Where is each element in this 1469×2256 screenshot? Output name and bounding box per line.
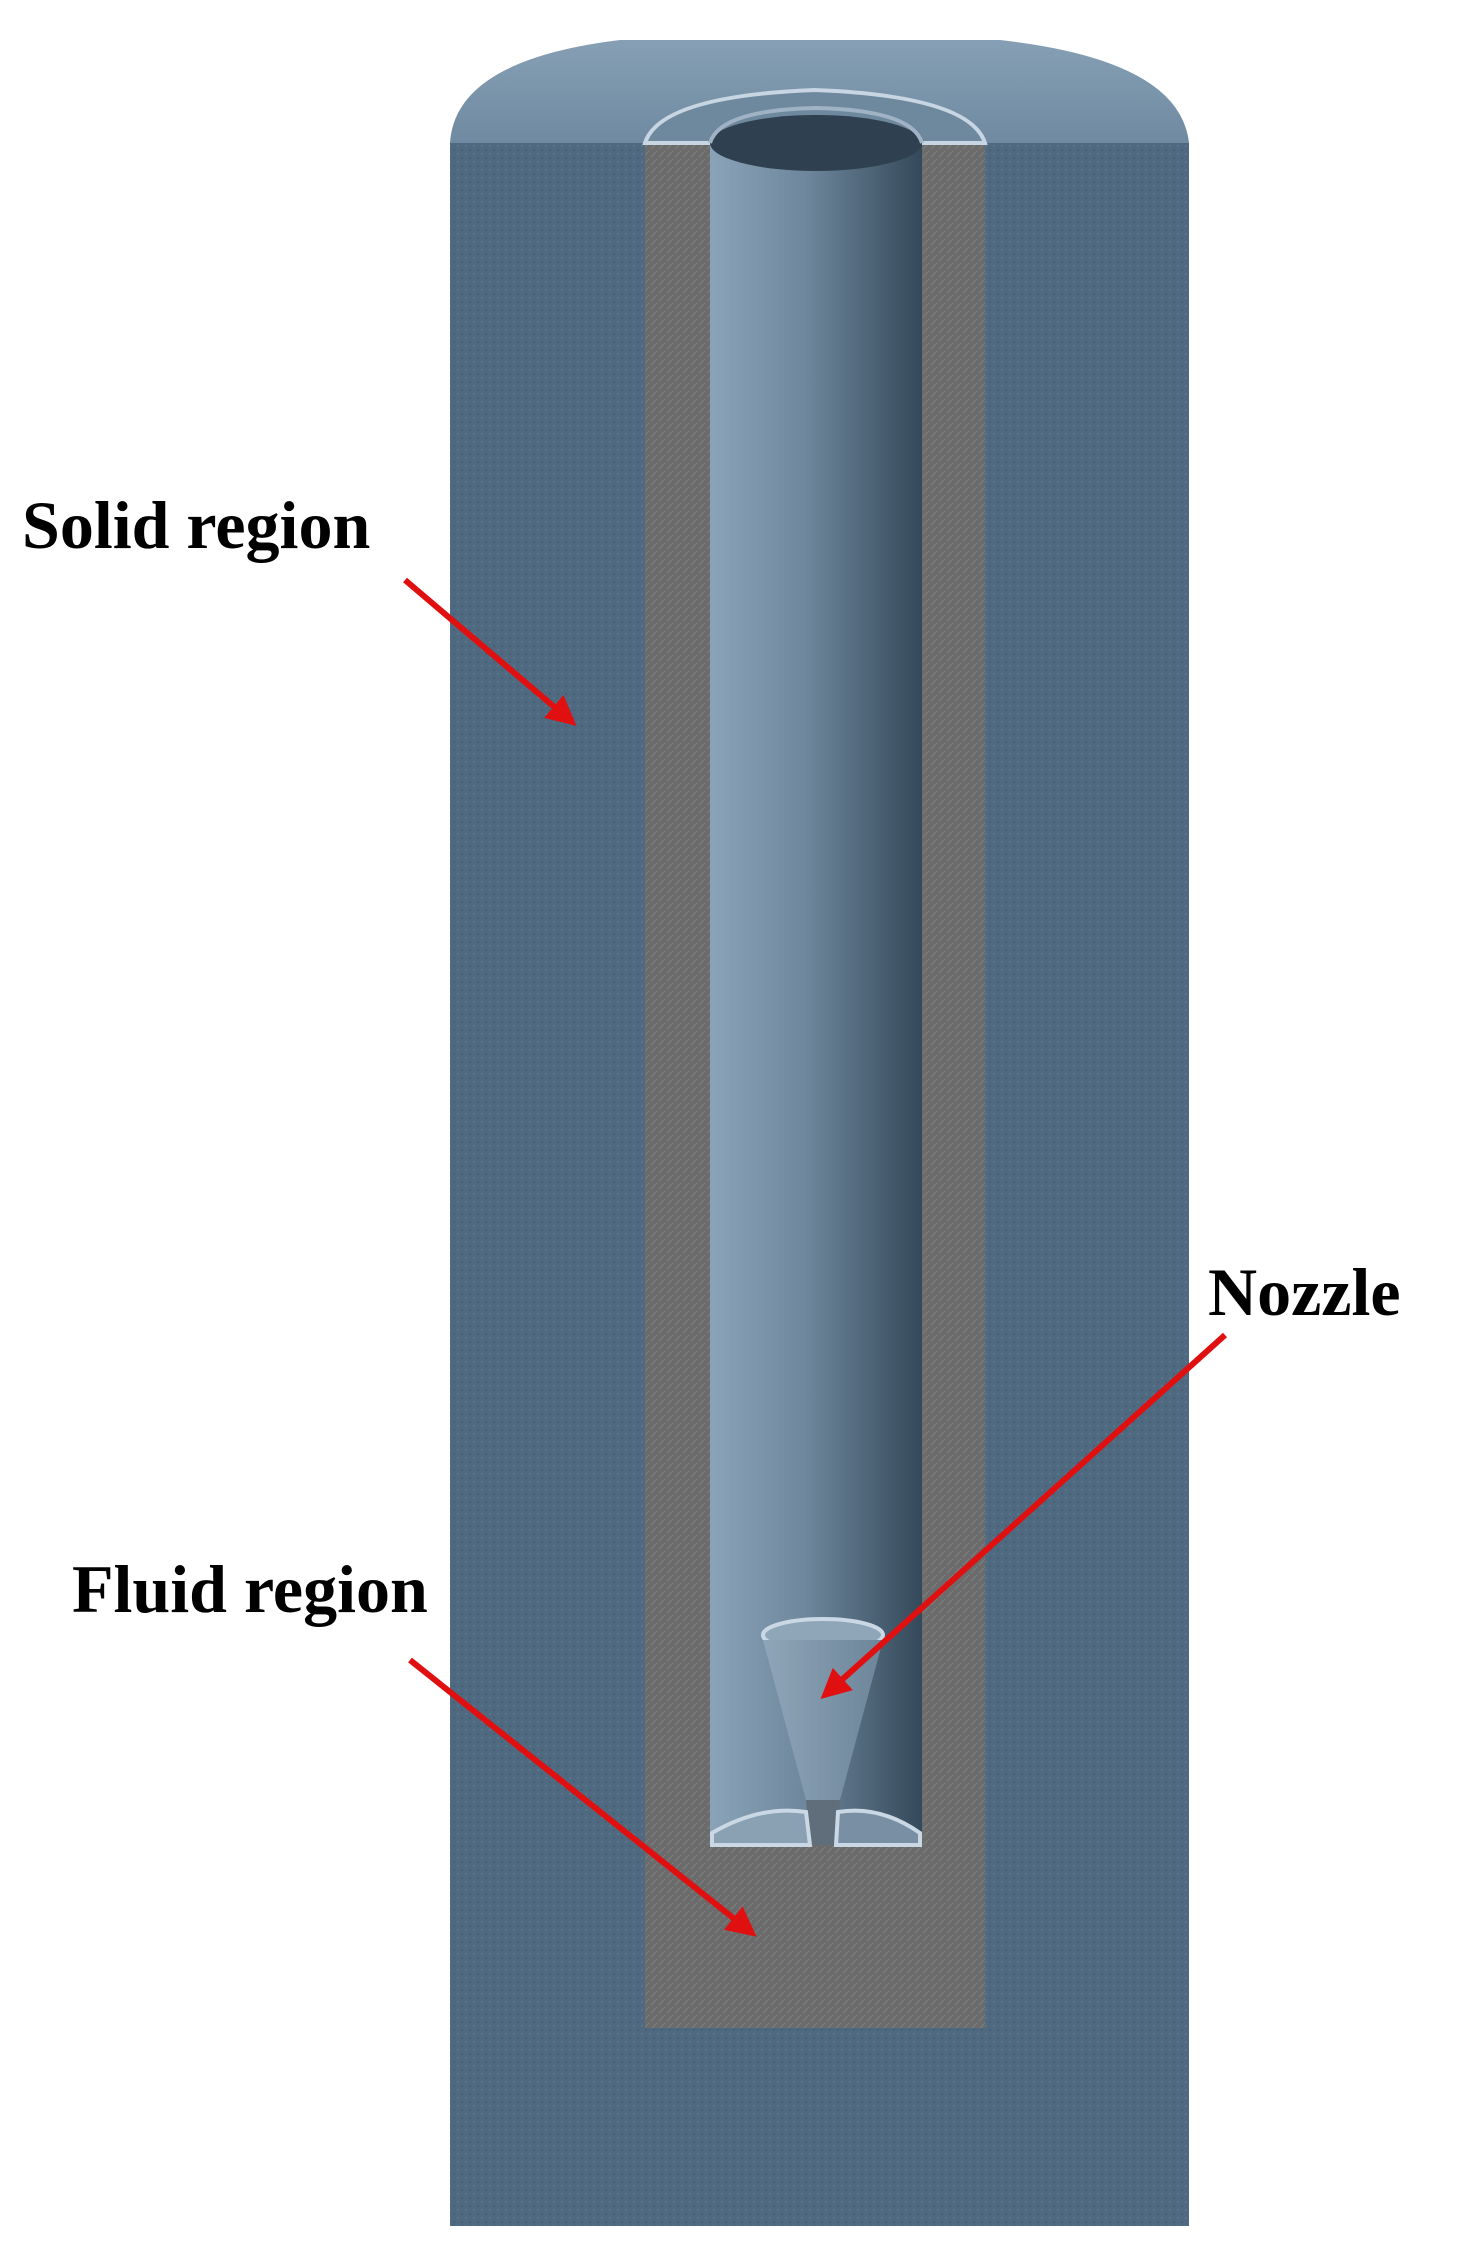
inner-tube-top-opening: [710, 115, 922, 171]
solid-region-arrow: [403, 577, 577, 726]
nozzle-throat-stem: [806, 1800, 840, 1845]
nozzle-label: Nozzle: [1208, 1254, 1401, 1330]
nozzle-body: [763, 1640, 883, 1800]
fluid-region-label: Fluid region: [72, 1551, 428, 1627]
inner-tube-bottom-opening: [710, 1808, 813, 1847]
solid-region-label: Solid region: [22, 487, 370, 563]
inner-tube: [710, 143, 922, 1833]
inner-tube-top-edge: [708, 105, 924, 144]
fluid-region-arrow: [408, 1657, 757, 1937]
nozzle-arrow: [820, 1332, 1228, 1700]
inner-tube-bottom-opening-right: [833, 1808, 922, 1847]
